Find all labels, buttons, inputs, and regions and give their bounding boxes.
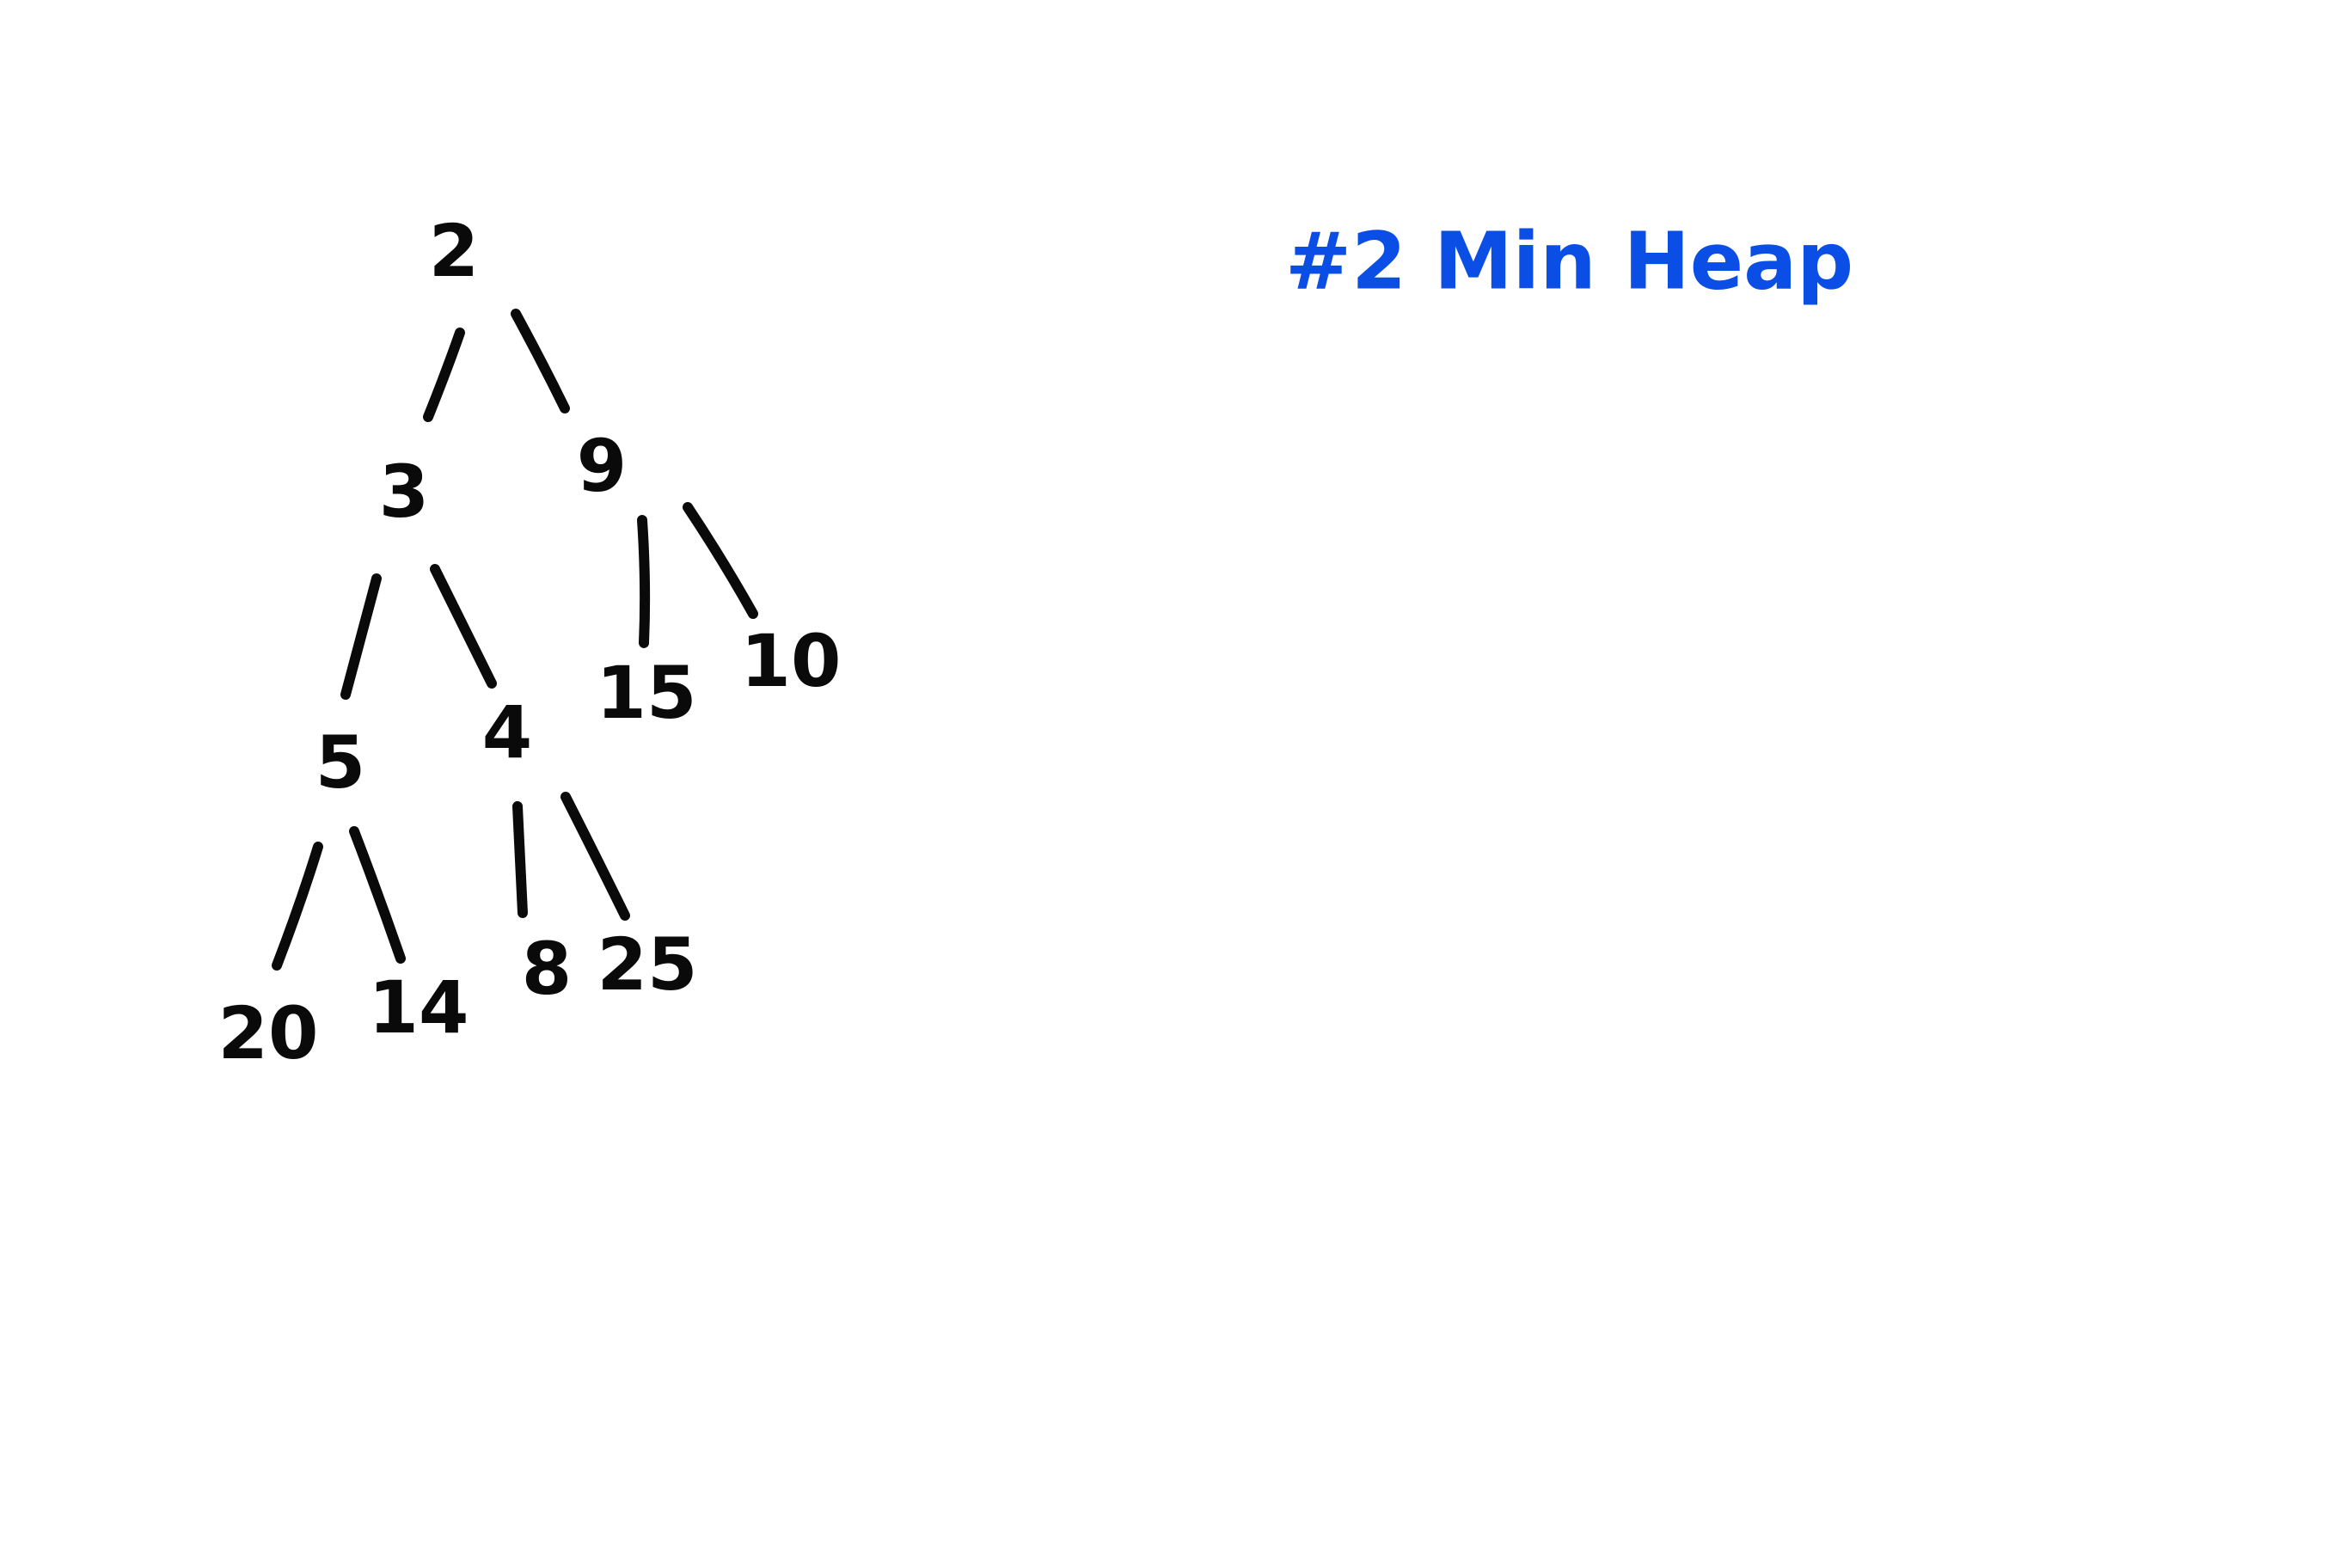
edge-2-3 (423, 328, 465, 422)
node-level1-right: 9 (577, 424, 627, 508)
node-level2-lr: 4 (482, 690, 532, 775)
node-level3-lrr: 25 (597, 922, 698, 1007)
edge-4-25 (560, 792, 630, 921)
node-level3-lll: 20 (218, 991, 319, 1075)
node-level1-left: 3 (379, 450, 429, 534)
edge-3-4 (430, 564, 497, 689)
node-root: 2 (429, 209, 479, 293)
node-level2-rr: 10 (741, 619, 842, 703)
edge-3-5 (340, 573, 382, 700)
edge-2-9 (511, 309, 570, 413)
edge-5-20 (272, 842, 323, 971)
heap-nodes: 2 3 9 5 4 15 10 20 14 8 25 (218, 209, 842, 1075)
edge-4-8 (512, 801, 528, 918)
node-level3-llr: 14 (369, 965, 469, 1050)
node-level2-rl: 15 (597, 651, 697, 735)
edge-9-10 (683, 502, 758, 619)
heap-edges (272, 309, 758, 971)
edge-5-14 (349, 826, 406, 964)
page-title: #2 Min Heap (1285, 215, 1853, 307)
edge-9-15 (637, 515, 651, 648)
node-level3-lrl: 8 (522, 927, 572, 1011)
node-level2-ll: 5 (315, 720, 365, 805)
